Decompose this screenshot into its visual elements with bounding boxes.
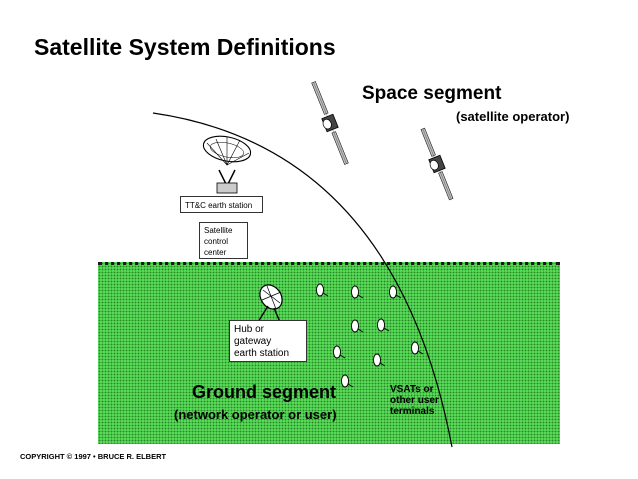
hub-line: earth station (234, 348, 290, 359)
copyright-notice: COPYRIGHT © 1997 • BRUCE R. ELBERT (20, 452, 167, 461)
vsat-label: VSATs or other user terminals (390, 384, 439, 417)
vsat-icon (373, 353, 386, 367)
vsat-icon (351, 319, 364, 333)
vsat-icon (389, 285, 402, 299)
hub-line: Hub or (234, 324, 265, 335)
page-title: Satellite System Definitions (34, 34, 336, 60)
satellite-icon (311, 81, 349, 165)
ttc-antenna-icon (202, 135, 252, 194)
vsat-label-line: terminals (390, 406, 435, 417)
hub-gateway-label: Hub or gateway earth station (229, 320, 307, 362)
ground-segment-subtitle: (network operator or user) (174, 407, 337, 422)
orbit-arc (152, 112, 453, 448)
control-center-line: control (204, 237, 229, 246)
vsat-icon (377, 318, 390, 332)
vsat-icon (341, 374, 354, 388)
hub-line: gateway (234, 336, 272, 347)
satellite-icon (420, 127, 454, 201)
vsat-label-line: VSATs or (390, 384, 434, 395)
space-segment-title: Space segment (362, 83, 502, 104)
vsat-icon (316, 283, 329, 297)
vsat-icon (411, 341, 424, 355)
space-segment-subtitle: (satellite operator) (456, 109, 570, 124)
hub-antenna-icon (257, 284, 283, 323)
ttc-station-label: TT&C earth station (180, 196, 263, 213)
vsat-label-line: other user (390, 395, 439, 406)
control-center-line: Satellite (204, 226, 233, 235)
control-center-line: center (204, 248, 227, 257)
vsat-icon (351, 285, 364, 299)
ground-segment-area (98, 262, 560, 444)
ground-segment-title: Ground segment (192, 382, 337, 402)
satellite-control-center-label: Satellite control center (199, 222, 248, 259)
vsat-icon (333, 345, 346, 359)
vsat-terminals (316, 283, 424, 388)
